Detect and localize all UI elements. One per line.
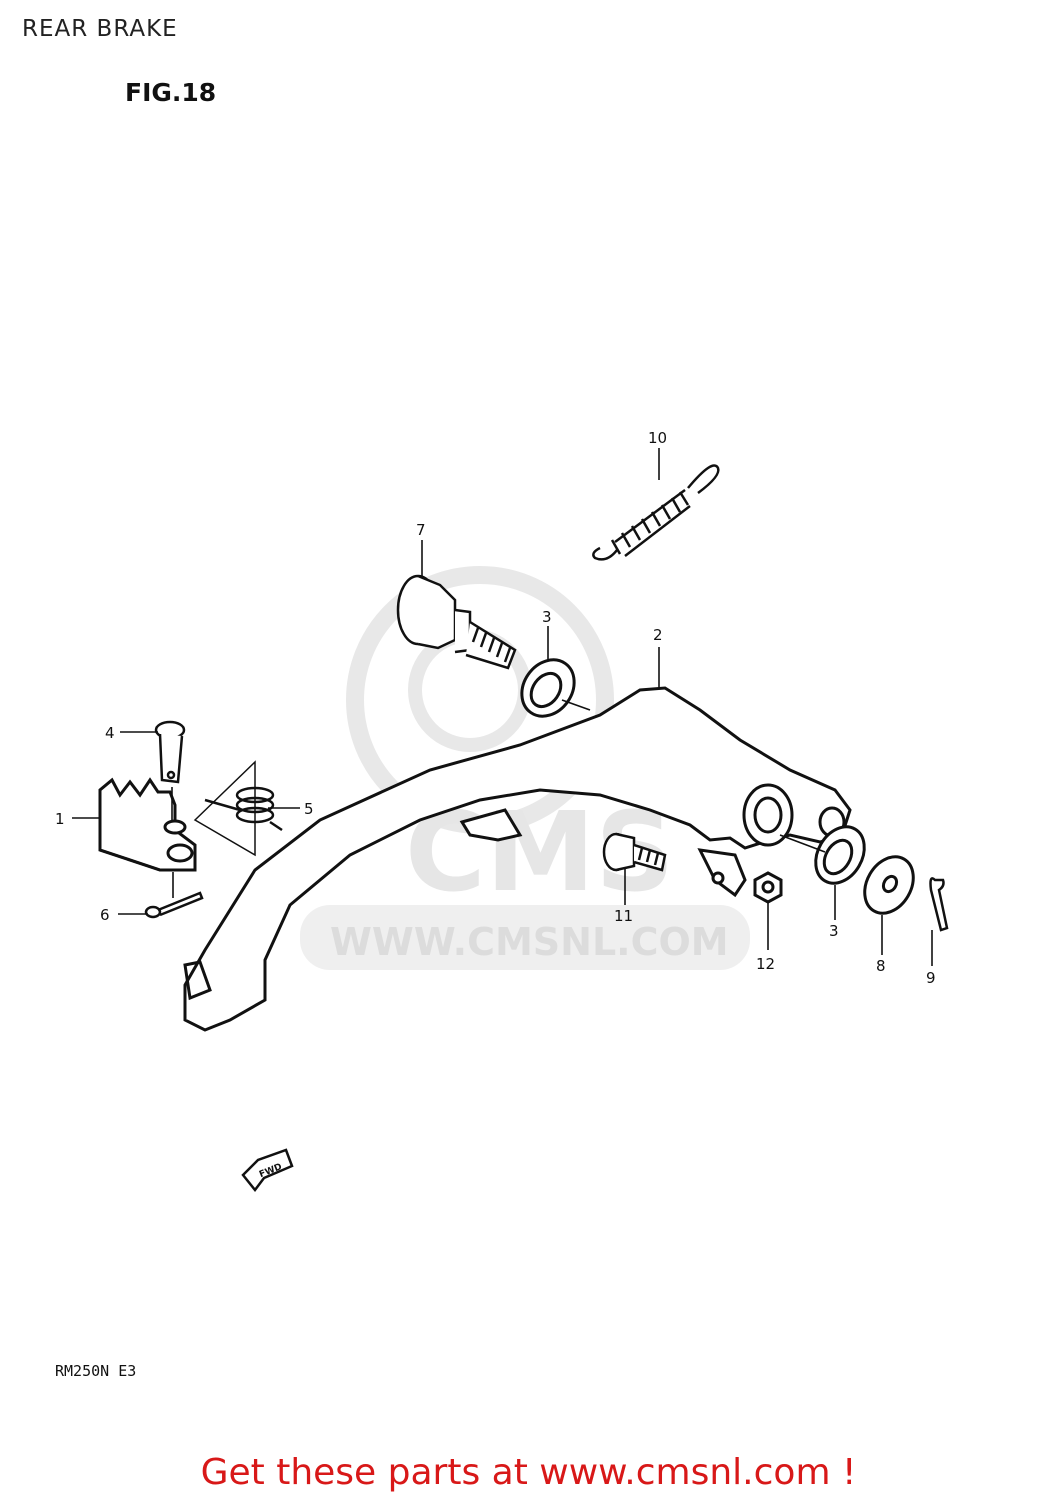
figure-label: FIG.18 [125, 78, 217, 107]
nut-part [753, 871, 783, 904]
callout-12: 12 [756, 955, 775, 973]
callout-5: 5 [304, 800, 314, 818]
callout-9: 9 [926, 969, 936, 987]
leader-lines [72, 448, 933, 966]
footrest-spring-part [193, 760, 283, 857]
callout-11: 11 [614, 907, 633, 925]
return-spring-part [592, 464, 720, 561]
callout-10: 10 [648, 429, 667, 447]
fwd-arrow-icon: FWD [241, 1148, 294, 1193]
callout-3-left: 3 [542, 608, 552, 626]
callout-8: 8 [876, 957, 886, 975]
brake-pedal-part [183, 686, 852, 1032]
footer-cta-link[interactable]: Get these parts at www.cmsnl.com ! [200, 1452, 857, 1493]
watermark-url: WWW.CMSNL.COM [330, 920, 729, 964]
page-title: REAR BRAKE [22, 16, 178, 42]
callout-labels: 1 2 3 3 4 5 6 7 8 9 10 11 12 [55, 429, 936, 987]
washer-part [863, 855, 915, 915]
callout-6: 6 [100, 906, 110, 924]
callout-7: 7 [416, 521, 426, 539]
seal-right-part [814, 825, 866, 885]
model-code: RM250N E3 [55, 1362, 137, 1380]
clevis-pin-part [154, 720, 186, 784]
cotter-pin-footrest-part [144, 891, 204, 919]
callout-2: 2 [653, 626, 663, 644]
callout-4: 4 [105, 724, 115, 742]
cotter-pin-pivot-part [929, 877, 949, 932]
callout-3-right: 3 [829, 922, 839, 940]
footrest-bracket-part [98, 777, 197, 872]
pivot-bolt-part [396, 574, 517, 670]
callout-1: 1 [55, 810, 65, 828]
adjuster-bolt-part [602, 832, 667, 872]
